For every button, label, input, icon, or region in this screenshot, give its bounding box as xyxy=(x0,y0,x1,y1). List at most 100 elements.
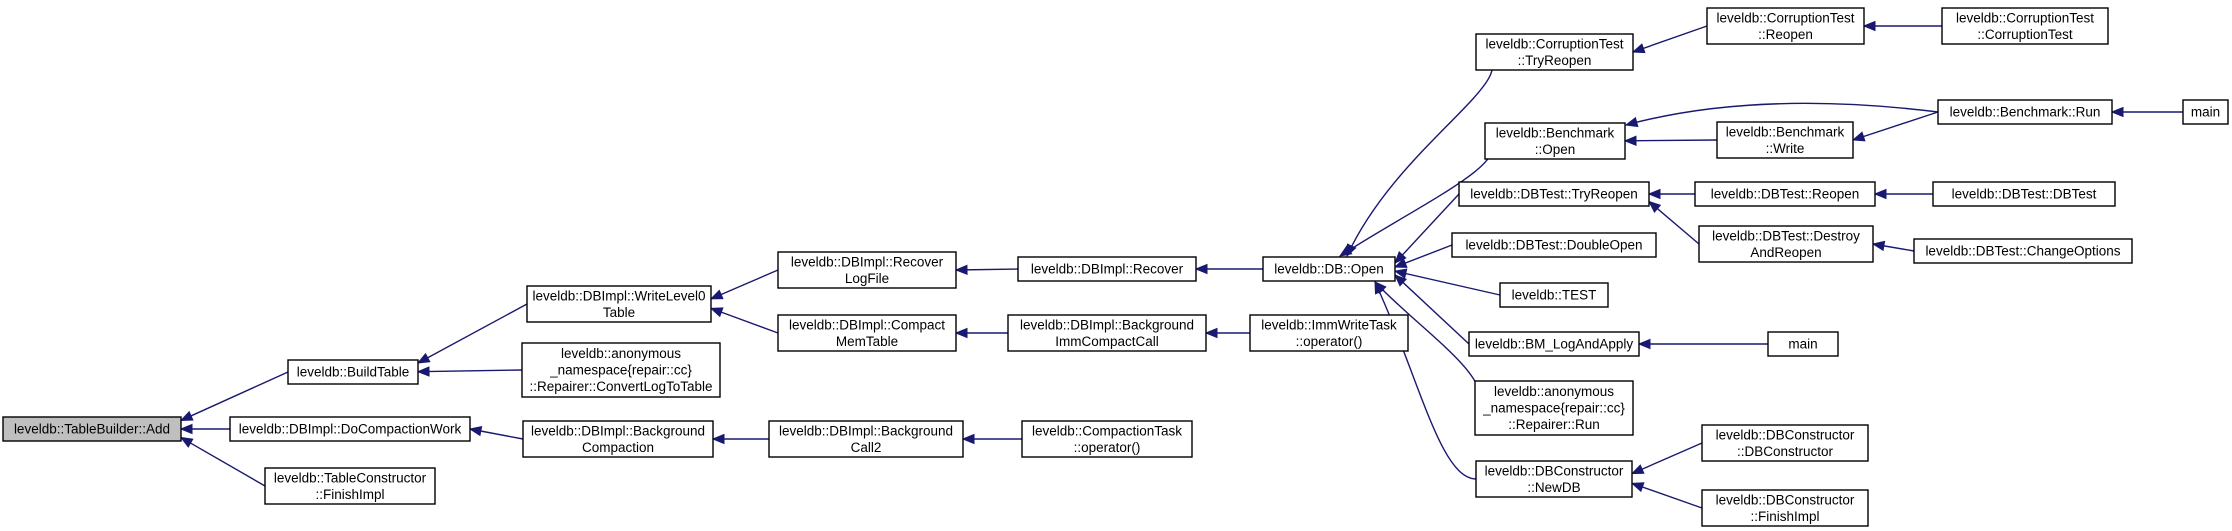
node-box[interactable] xyxy=(1021,420,1193,458)
edge-dbt-changeoptions-to-dbt-destroyreopen xyxy=(1871,240,1915,252)
node-box[interactable] xyxy=(2182,99,2229,125)
graph-node-immwritetask[interactable]: leveldb::ImmWriteTask::operator() xyxy=(1249,314,1409,352)
graph-node-test[interactable]: leveldb::TEST xyxy=(1499,282,1609,308)
graph-node-recover[interactable]: leveldb::DBImpl::Recover xyxy=(1017,256,1197,282)
node-box[interactable] xyxy=(2,416,182,442)
graph-node-ct-ctor[interactable]: leveldb::CorruptionTest::CorruptionTest xyxy=(1941,7,2109,45)
graph-node-bm-write[interactable]: leveldb::Benchmark::Write xyxy=(1716,121,1854,159)
graph-node-ct-tryreopen[interactable]: leveldb::CorruptionTest::TryReopen xyxy=(1475,33,1634,71)
node-box[interactable] xyxy=(1007,314,1207,352)
node-box[interactable] xyxy=(1468,331,1640,357)
graph-node-buildtable[interactable]: leveldb::BuildTable xyxy=(287,359,419,385)
edge-dbt-tryreopen-to-db-open xyxy=(1394,193,1460,264)
node-box[interactable] xyxy=(1706,7,1865,45)
edge-writelevel0-to-buildtable xyxy=(416,303,528,364)
graph-node-tb-add[interactable]: leveldb::TableBuilder::Add xyxy=(2,416,182,442)
graph-node-main-bench[interactable]: main xyxy=(2182,99,2229,125)
arrow-head xyxy=(1394,274,1407,287)
graph-node-dbc-ctor[interactable]: leveldb::DBConstructor::DBConstructor xyxy=(1701,424,1869,462)
graph-node-tc-finish[interactable]: leveldb::TableConstructor::FinishImpl xyxy=(264,467,436,505)
node-box[interactable] xyxy=(1932,181,2116,207)
node-box[interactable] xyxy=(1941,7,2109,45)
node-box[interactable] xyxy=(1698,225,1874,263)
edge-docompaction-to-tb-add xyxy=(179,423,230,435)
node-box[interactable] xyxy=(777,251,957,289)
edge-recover-logfile-to-writelevel0 xyxy=(709,269,779,300)
edge-main-logapply-to-bm-logandapply xyxy=(1637,338,1768,350)
node-box[interactable] xyxy=(1458,181,1650,207)
graph-node-repairer-run[interactable]: leveldb::anonymous_namespace{repair::cc}… xyxy=(1474,380,1634,436)
node-box[interactable] xyxy=(264,467,436,505)
node-box[interactable] xyxy=(1716,121,1854,159)
graph-node-dbt-reopen[interactable]: leveldb::DBTest::Reopen xyxy=(1694,181,1876,207)
node-box[interactable] xyxy=(1937,99,2113,125)
graph-node-dbt-tryreopen[interactable]: leveldb::DBTest::TryReopen xyxy=(1458,181,1650,207)
node-box[interactable] xyxy=(1475,460,1633,498)
edge-repairer-convert-to-buildtable xyxy=(416,366,523,377)
graph-node-compactiontask[interactable]: leveldb::CompactionTask::operator() xyxy=(1021,420,1193,458)
edge-immwritetask-to-bg-immcompact xyxy=(1204,327,1250,339)
edge-bg-immcompact-to-compact-memtable xyxy=(954,327,1008,339)
arrow-head xyxy=(1338,245,1353,257)
node-box[interactable] xyxy=(526,285,712,323)
node-box[interactable] xyxy=(768,420,964,458)
node-box[interactable] xyxy=(1262,256,1396,282)
arrow-head xyxy=(1393,268,1408,279)
edge-line xyxy=(1394,270,1501,296)
node-box[interactable] xyxy=(1499,282,1609,308)
graph-node-dbt-doubleopen[interactable]: leveldb::DBTest::DoubleOpen xyxy=(1451,232,1657,258)
edge-compactiontask-to-bg-call2 xyxy=(961,433,1022,445)
edge-ct-tryreopen-to-db-open xyxy=(1346,51,1493,258)
graph-node-bg-immcompact[interactable]: leveldb::DBImpl::BackgroundImmCompactCal… xyxy=(1007,314,1207,352)
arrow-head xyxy=(2110,106,2124,118)
graph-node-docompaction[interactable]: leveldb::DBImpl::DoCompactionWork xyxy=(229,416,471,442)
edge-ct-ctor-to-ct-reopen xyxy=(1862,20,1942,32)
graph-node-dbt-dbtest[interactable]: leveldb::DBTest::DBTest xyxy=(1932,181,2116,207)
edge-bm-run-to-bm-open xyxy=(1624,102,1939,128)
arrow-head xyxy=(954,327,968,339)
graph-node-bm-logandapply[interactable]: leveldb::BM_LogAndApply xyxy=(1468,331,1640,357)
graph-node-bm-run[interactable]: leveldb::Benchmark::Run xyxy=(1937,99,2113,125)
edge-dbc-ctor-to-dbc-newdb xyxy=(1630,442,1703,475)
node-box[interactable] xyxy=(229,416,471,442)
graph-node-dbc-newdb[interactable]: leveldb::DBConstructor::NewDB xyxy=(1475,460,1633,498)
arrow-head xyxy=(709,289,724,300)
node-box[interactable] xyxy=(1694,181,1876,207)
node-box[interactable] xyxy=(1474,380,1634,436)
graph-node-dbc-finish[interactable]: leveldb::DBConstructor::FinishImpl xyxy=(1701,489,1869,527)
node-box[interactable] xyxy=(1701,489,1869,527)
graph-node-repairer-convert[interactable]: leveldb::anonymous_namespace{repair::cc}… xyxy=(521,342,721,398)
graph-node-bm-open[interactable]: leveldb::Benchmark::Open xyxy=(1484,122,1626,160)
node-box[interactable] xyxy=(1017,256,1197,282)
node-box[interactable] xyxy=(1475,33,1634,71)
node-box[interactable] xyxy=(522,420,714,458)
graph-node-main-logapply[interactable]: main xyxy=(1767,331,1839,357)
node-box[interactable] xyxy=(521,342,721,398)
arrow-head xyxy=(179,436,194,448)
arrow-head xyxy=(1647,188,1661,200)
node-box[interactable] xyxy=(1767,331,1839,357)
node-box[interactable] xyxy=(287,359,419,385)
graph-node-ct-reopen[interactable]: leveldb::CorruptionTest::Reopen xyxy=(1706,7,1865,45)
node-box[interactable] xyxy=(1913,238,2133,264)
edge-dbt-dbtest-to-dbt-reopen xyxy=(1873,188,1933,200)
arrow-head xyxy=(1862,20,1876,32)
node-box[interactable] xyxy=(1701,424,1869,462)
edge-line xyxy=(1346,51,1493,257)
edge-line xyxy=(710,307,779,334)
node-box[interactable] xyxy=(777,314,957,352)
graph-node-db-open[interactable]: leveldb::DB::Open xyxy=(1262,256,1396,282)
node-box[interactable] xyxy=(1249,314,1409,352)
edge-dbt-doubleopen-to-db-open xyxy=(1393,244,1453,268)
node-box[interactable] xyxy=(1451,232,1657,258)
edge-test-to-db-open xyxy=(1393,268,1501,296)
graph-node-dbt-changeoptions[interactable]: leveldb::DBTest::ChangeOptions xyxy=(1913,238,2133,264)
node-box[interactable] xyxy=(1484,122,1626,160)
